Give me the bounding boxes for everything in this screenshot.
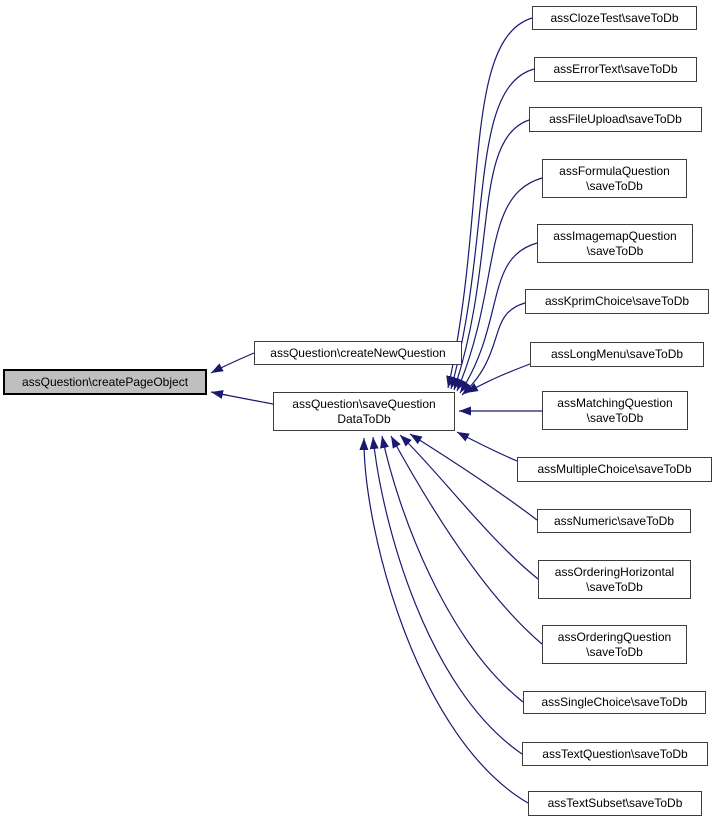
edge-textSubset-to-saveQuestionDataToDb: [359, 437, 529, 804]
node-label-line: assTextQuestion\saveToDb: [542, 746, 688, 761]
node-matchingQuestion[interactable]: assMatchingQuestion\saveToDb: [542, 391, 688, 430]
node-fileUpload[interactable]: assFileUpload\saveToDb: [529, 107, 702, 132]
node-textQuestion[interactable]: assTextQuestion\saveToDb: [522, 742, 708, 766]
node-longMenu[interactable]: assLongMenu\saveToDb: [530, 342, 704, 367]
node-label-line: assKprimChoice\saveToDb: [544, 294, 690, 308]
node-label-line: assImagemapQuestion: [553, 228, 677, 243]
node-label-line: assClozeTest\saveToDb: [550, 10, 679, 25]
node-clozeTest[interactable]: assClozeTest\saveToDb: [532, 6, 697, 30]
node-label-line: assQuestion\createPageObject: [21, 374, 189, 389]
node-label-line: assErrorText\saveToDb: [553, 62, 678, 76]
node-label-line: assLongMenu\saveToDb: [550, 347, 684, 361]
edge-saveQuestionDataToDb-to-createPageObject: [210, 390, 274, 405]
edge-group: [210, 17, 543, 804]
edge-textQuestion-to-saveQuestionDataToDb: [369, 436, 523, 755]
node-label-line: assMultipleChoice\saveToDb: [537, 462, 692, 476]
edge-clozeTest-to-saveQuestionDataToDb: [446, 17, 533, 389]
edge-createNewQuestion-to-createPageObject: [210, 352, 255, 374]
node-singleChoice[interactable]: assSingleChoice\saveToDb: [523, 691, 706, 714]
node-errorText[interactable]: assErrorText\saveToDb: [534, 57, 697, 82]
edge-errorText-to-saveQuestionDataToDb: [449, 68, 535, 390]
node-label-line: \saveToDb: [586, 178, 643, 193]
node-label-line: assFileUpload\saveToDb: [549, 112, 682, 126]
edge-fileUpload-to-saveQuestionDataToDb: [453, 119, 530, 391]
node-label-line: assTextSubset\saveToDb: [547, 796, 683, 810]
edge-numeric-to-saveQuestionDataToDb: [409, 433, 538, 521]
node-label-line: \saveToDb: [586, 243, 644, 258]
node-label-line: \saveToDb: [586, 579, 643, 594]
edge-formulaQuestion-to-saveQuestionDataToDb: [456, 177, 543, 392]
node-textSubset[interactable]: assTextSubset\saveToDb: [528, 791, 702, 816]
edge-imagemapQuestion-to-saveQuestionDataToDb: [459, 242, 538, 394]
edge-singleChoice-to-saveQuestionDataToDb: [380, 435, 524, 703]
node-imagemapQuestion[interactable]: assImagemapQuestion\saveToDb: [537, 224, 693, 263]
node-formulaQuestion[interactable]: assFormulaQuestion\saveToDb: [542, 159, 687, 198]
node-label-line: DataToDb: [337, 411, 391, 426]
node-label-line: assFormulaQuestion: [559, 163, 670, 178]
edge-orderingHorizontal-to-saveQuestionDataToDb: [399, 434, 539, 580]
node-label-line: assNumeric\saveToDb: [553, 513, 675, 528]
node-orderingHorizontal[interactable]: assOrderingHorizontal\saveToDb: [538, 560, 691, 599]
edge-multipleChoice-to-saveQuestionDataToDb: [456, 431, 518, 462]
node-label-line: assQuestion\createNewQuestion: [270, 345, 446, 360]
node-label-line: assQuestion\saveQuestion: [292, 396, 436, 411]
node-orderingQuestion[interactable]: assOrderingQuestion\saveToDb: [542, 625, 687, 664]
node-createPageObject: assQuestion\createPageObject: [3, 369, 207, 395]
node-multipleChoice[interactable]: assMultipleChoice\saveToDb: [517, 457, 712, 482]
edge-longMenu-to-saveQuestionDataToDb: [465, 363, 531, 394]
node-label-line: assSingleChoice\saveToDb: [541, 695, 688, 709]
edge-orderingQuestion-to-saveQuestionDataToDb: [390, 435, 543, 645]
edge-kprimChoice-to-saveQuestionDataToDb: [461, 302, 526, 396]
node-label-line: assMatchingQuestion: [557, 395, 673, 410]
node-label-line: \saveToDb: [586, 410, 644, 425]
node-label-line: assOrderingQuestion: [557, 629, 672, 644]
node-numeric[interactable]: assNumeric\saveToDb: [537, 509, 691, 533]
node-label-line: \saveToDb: [586, 644, 643, 659]
node-label-line: assOrderingHorizontal: [554, 564, 675, 579]
node-kprimChoice[interactable]: assKprimChoice\saveToDb: [525, 289, 709, 314]
node-createNewQuestion[interactable]: assQuestion\createNewQuestion: [254, 341, 462, 365]
